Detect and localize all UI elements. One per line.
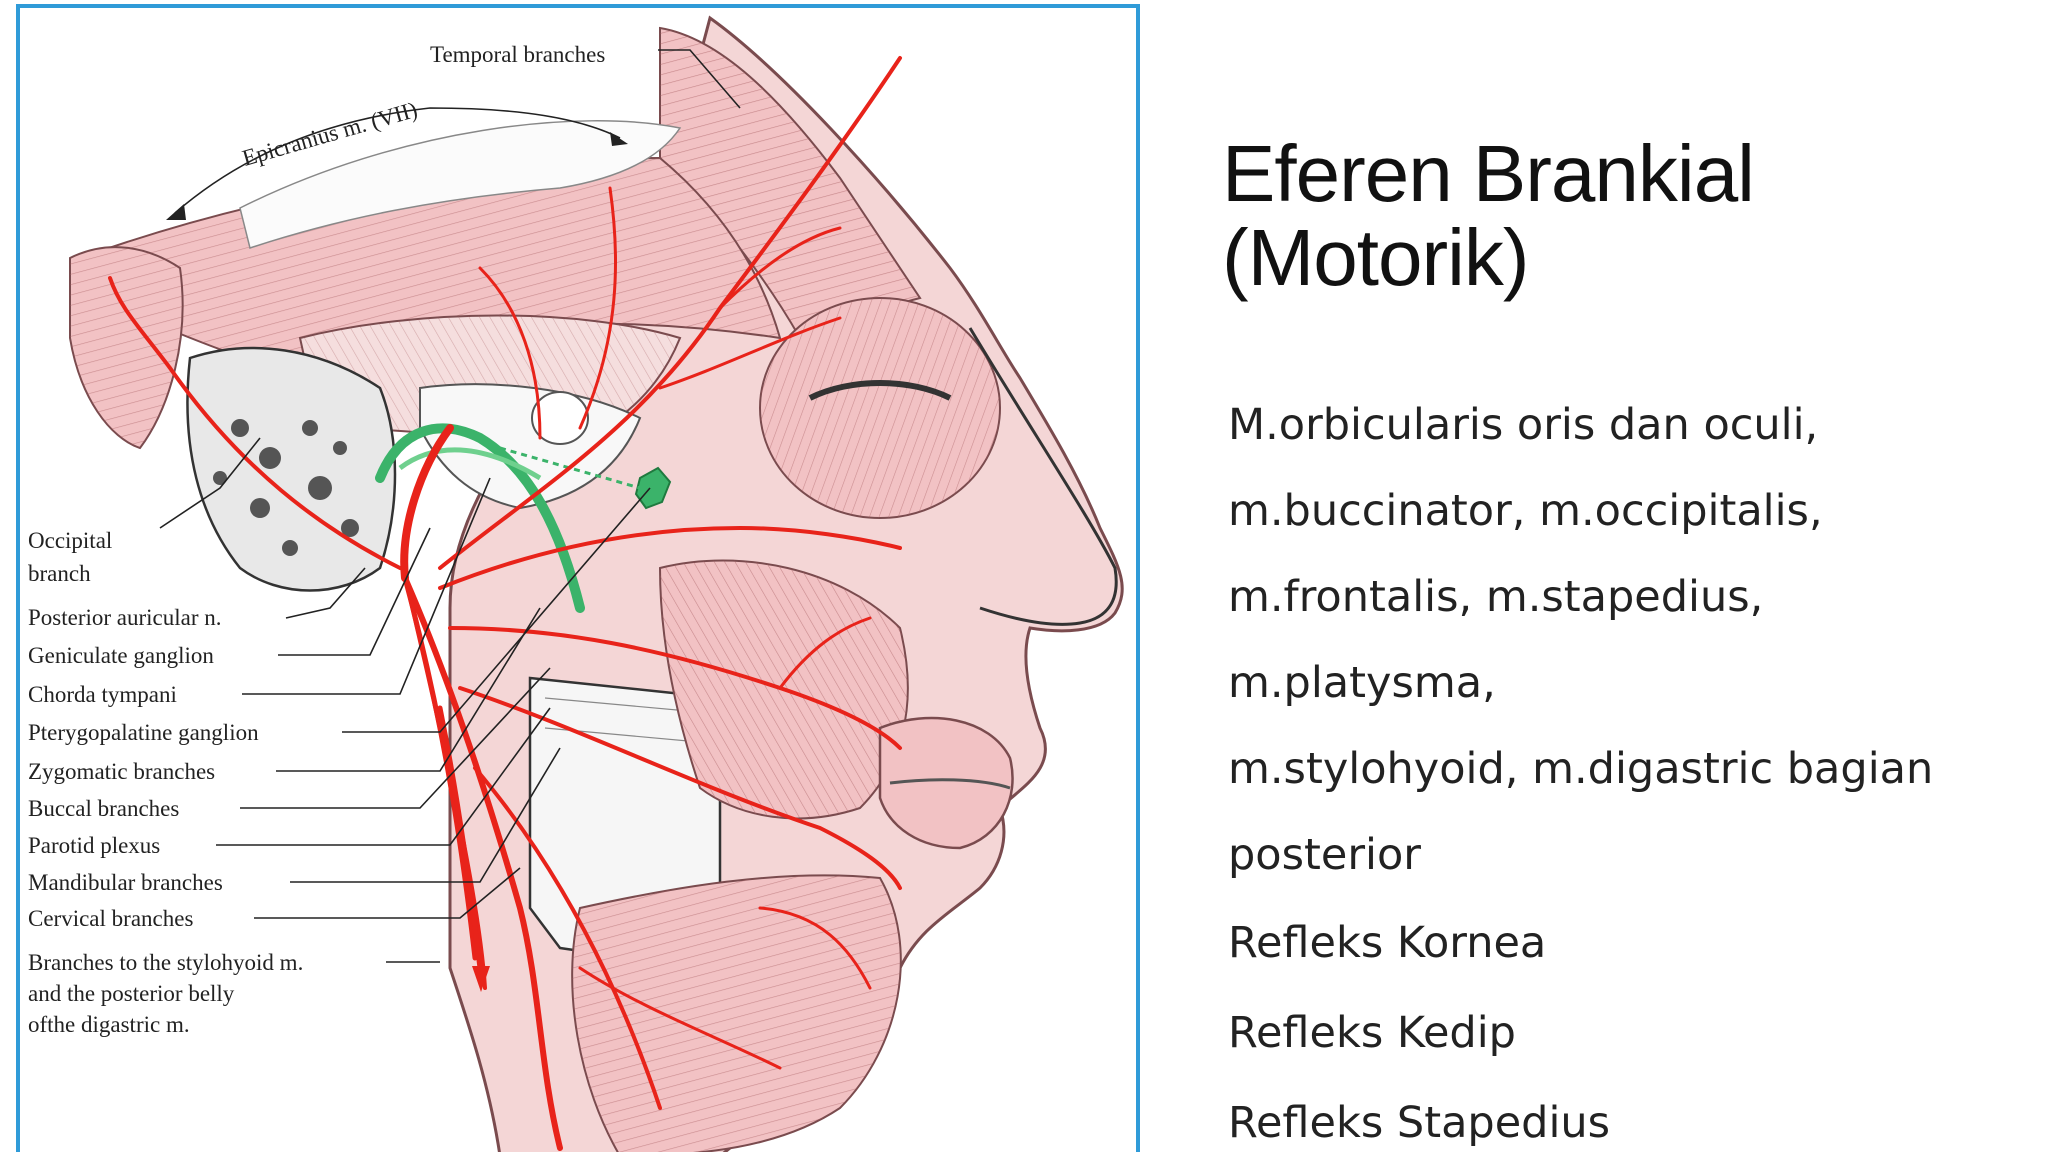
slide-title: Eferen Brankial (Motorik) <box>1222 132 1982 300</box>
muscle-list-line-3: m.frontalis, m.stapedius, m.platysma, <box>1228 572 1764 708</box>
label-buccal-branches: Buccal branches <box>28 796 179 821</box>
muscle-list-line-5: posterior <box>1228 830 1421 880</box>
label-stylohyoid-line1: Branches to the stylohyoid m. <box>28 950 303 975</box>
label-stylohyoid-line2: and the posterior belly <box>28 981 235 1006</box>
orbicularis-oris <box>878 716 1014 850</box>
chorda-tympani-nerve <box>375 423 585 613</box>
label-posterior-auricular: Posterior auricular n. <box>28 605 222 630</box>
facial-nerve-branches <box>108 56 902 1151</box>
label-zygomatic-branches: Zygomatic branches <box>28 759 215 784</box>
title-line-1: Eferen Brankial <box>1222 129 1755 218</box>
muscle-list-line-2: m.buccinator, m.occipitalis, <box>1228 486 1823 536</box>
reflex-stapedius: Refleks Stapedius <box>1228 1098 1611 1148</box>
slide-body: M.orbicularis oris dan oculi, m.buccinat… <box>1228 382 2028 1168</box>
reflex-kornea: Refleks Kornea <box>1228 918 1547 968</box>
label-branch: branch <box>28 561 91 586</box>
label-leader-lines <box>159 49 741 963</box>
label-cervical-branches: Cervical branches <box>28 906 193 931</box>
muscle-list-line-4: m.stylohyoid, m.digastric bagian <box>1228 744 1934 794</box>
label-pterygopalatine-ganglion: Pterygopalatine ganglion <box>28 720 259 745</box>
closed-eyelid <box>808 380 952 401</box>
nerve-arrowhead <box>472 966 490 992</box>
label-mandibular-branches: Mandibular branches <box>28 870 223 895</box>
title-line-2: (Motorik) <box>1222 213 1530 302</box>
muscle-list-line-1: M.orbicularis oris dan oculi, <box>1228 400 1819 450</box>
lips <box>889 778 1011 790</box>
label-geniculate-ganglion: Geniculate ganglion <box>28 643 214 668</box>
pterygopalatine-ganglion <box>634 466 672 510</box>
label-stylohyoid-line3: ofthe digastric m. <box>28 1012 190 1037</box>
nose <box>968 327 1118 626</box>
anatomy-figure: Temporal branches Epicranius m. (VII) Oc… <box>16 4 1140 1152</box>
label-occipital: Occipital <box>28 528 112 553</box>
label-parotid-plexus: Parotid plexus <box>28 833 160 858</box>
facial-nerve-illustration: Temporal branches Epicranius m. (VII) Oc… <box>28 15 1124 1152</box>
reflex-kedip: Refleks Kedip <box>1228 1008 1516 1058</box>
label-chorda-tympani: Chorda tympani <box>28 682 177 707</box>
label-temporal-branches: Temporal branches <box>430 42 605 67</box>
